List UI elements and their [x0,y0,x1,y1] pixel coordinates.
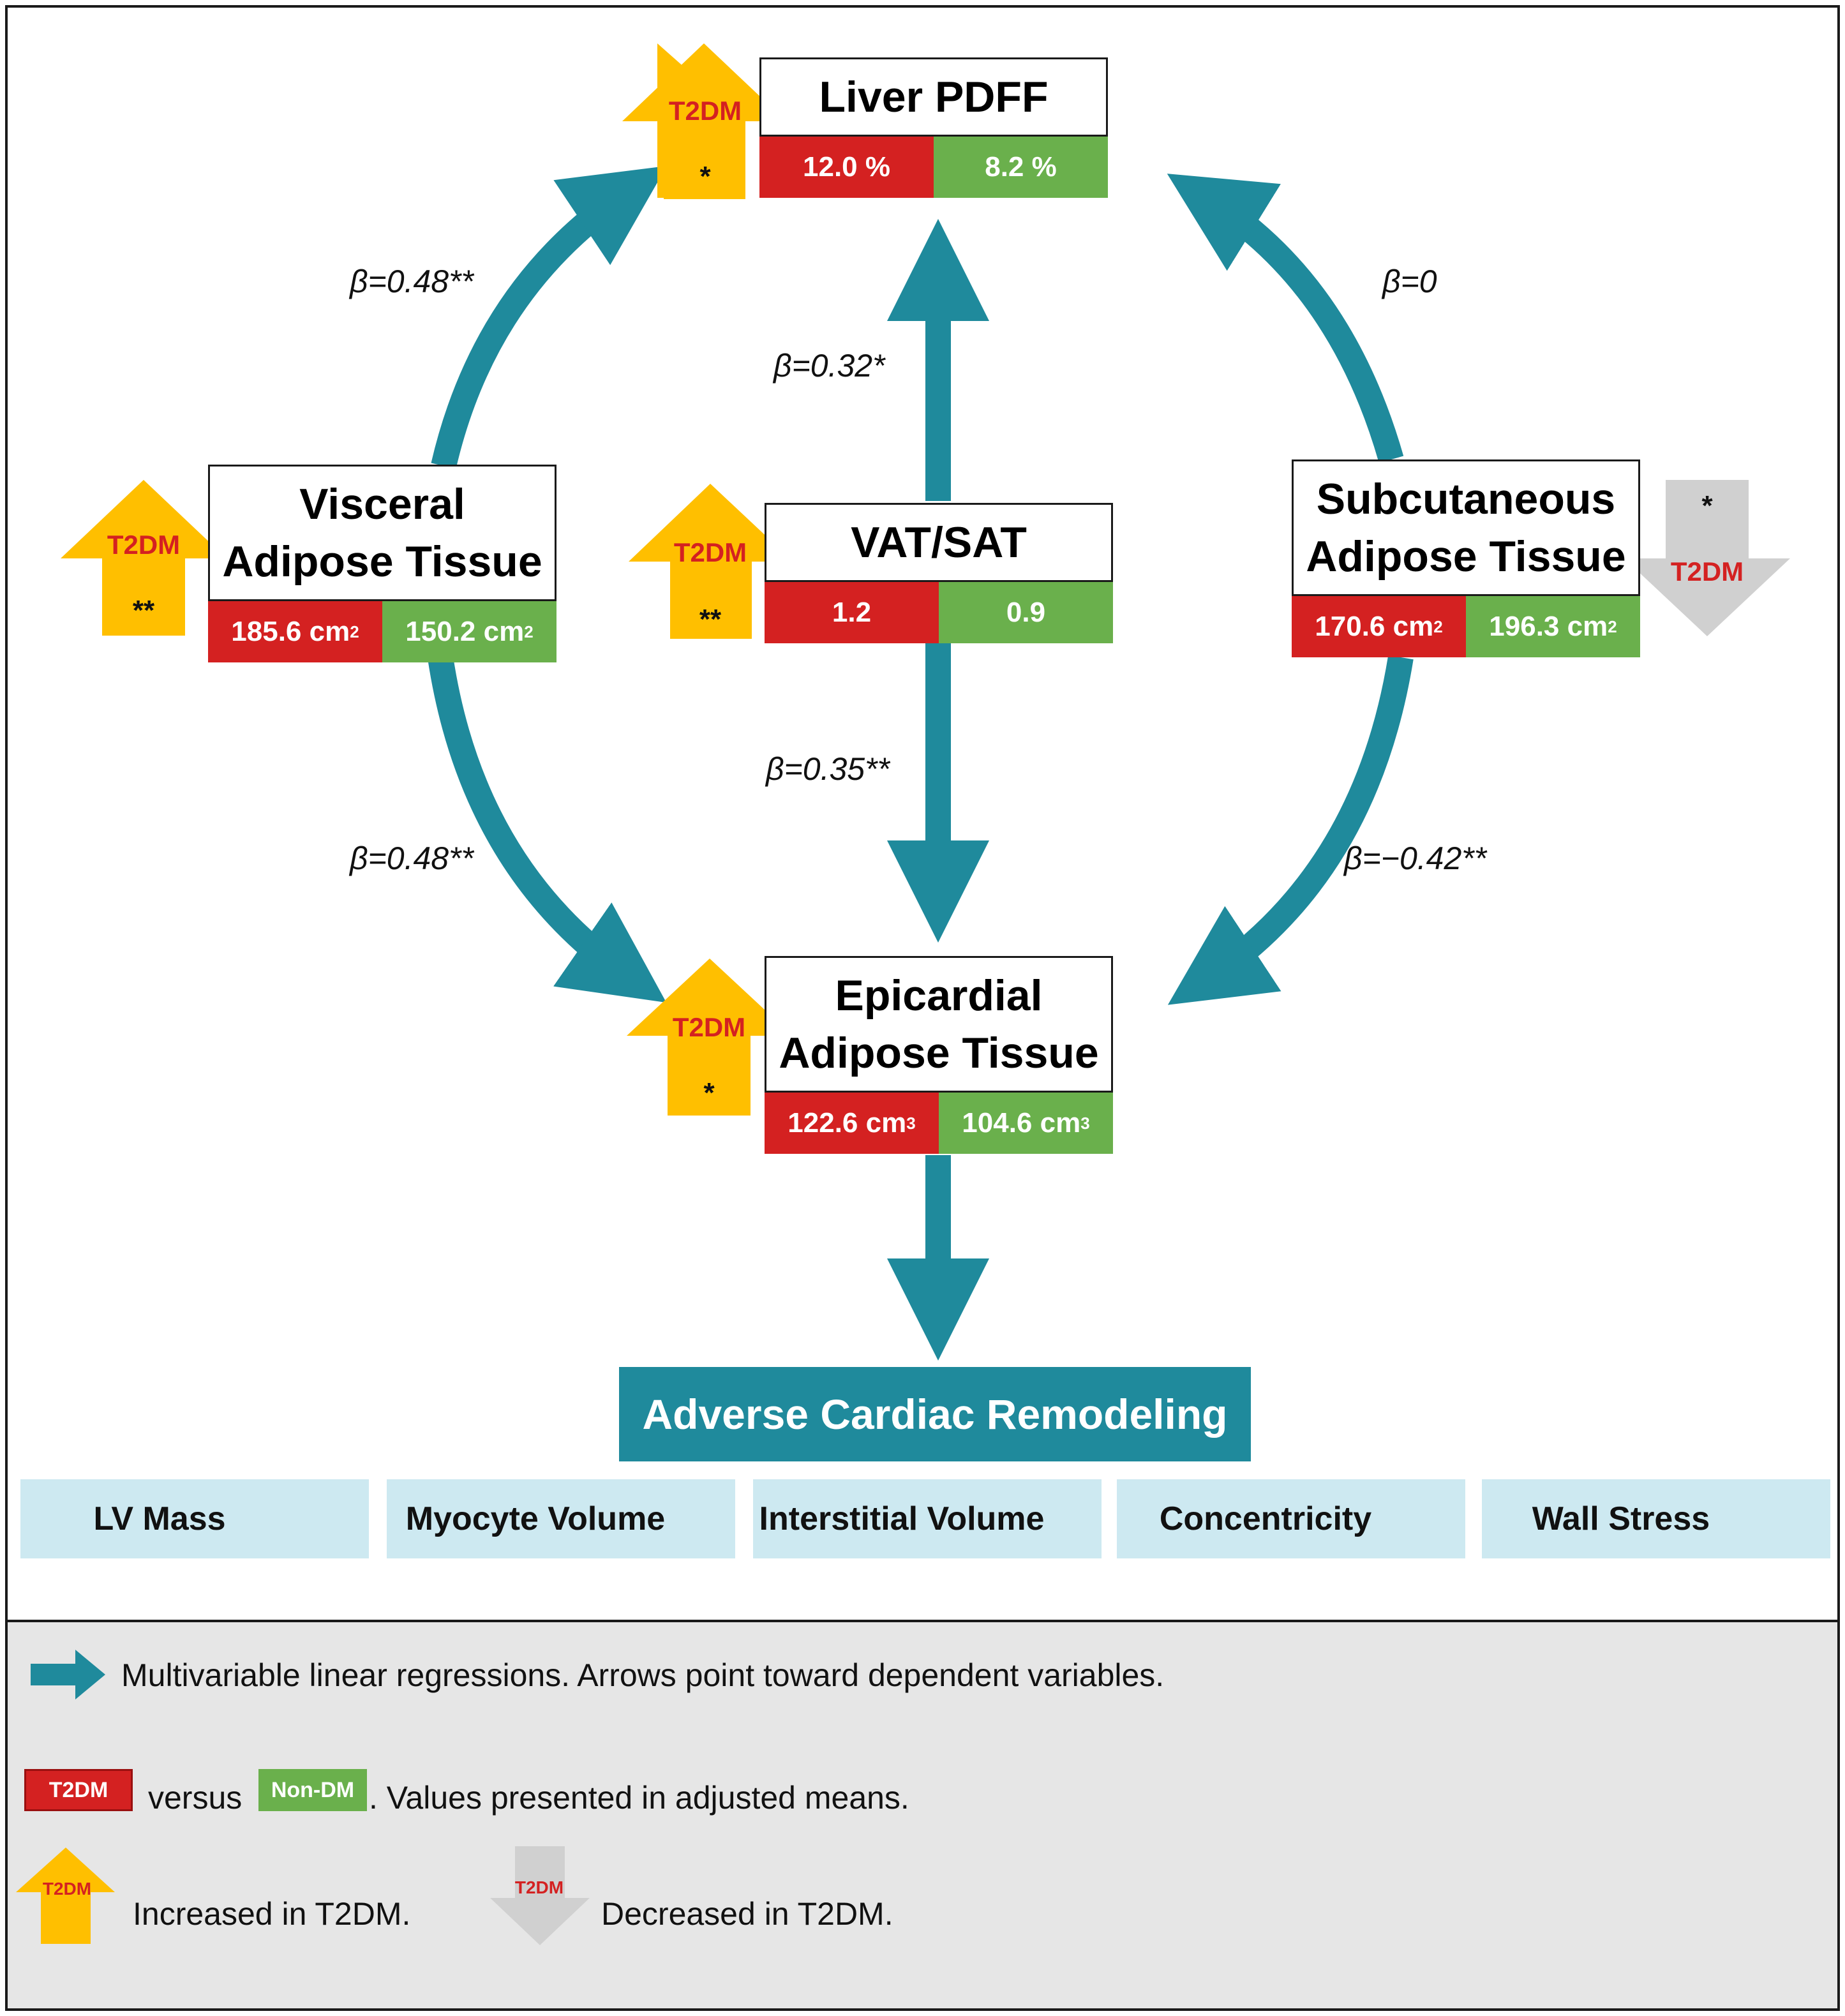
effect-concentricity: Concentricity [1117,1479,1465,1558]
liver-nondm-value: 8.2 % [934,137,1108,198]
visceral-significance: ** [132,595,155,626]
legend-means-text: . Values presented in adjusted means. [369,1780,909,1816]
epicardial-significance: * [703,1077,715,1109]
increase-arrow-epicardial [627,959,793,1116]
liver-significance: * [699,161,711,192]
legend-nondm-chip: Non-DM [258,1769,367,1811]
arrow-subcutaneous-to-liver [1167,174,1404,463]
effect-interstitial-volume: Interstitial Volume [753,1479,1102,1558]
increase-arrow-visceral [61,480,227,636]
legend-decrease-arrow-icon [490,1846,590,1945]
vatsat-t2dm-value: 1.2 [765,582,939,643]
effect-lv-mass-label: LV Mass [93,1500,226,1537]
subcutaneous-title-line1: Subcutaneous [1316,475,1616,523]
effect-concentricity-label: Concentricity [1159,1500,1372,1537]
effect-myocyte-volume: Myocyte Volume [387,1479,735,1558]
vatsat-significance: ** [699,604,722,635]
arrow-subcutaneous-to-epicardial [1167,655,1414,1005]
legend-t2dm-chip: T2DM [24,1769,133,1811]
vatsat-badge-label: T2DM [673,537,747,567]
vatsat-box: VAT/SAT [765,503,1113,582]
effect-lv-mass: LV Mass [20,1479,369,1558]
outcome-title: Adverse Cardiac Remodeling [619,1367,1251,1461]
beta-subcutaneous-epicardial: β=−0.42** [1344,840,1487,876]
legend-down-text: Decreased in T2DM. [601,1896,893,1932]
beta-vatsat-epicardial: β=0.35** [766,751,890,787]
visceral-title-line1: Visceral [299,480,465,528]
effect-wall-stress-label: Wall Stress [1532,1500,1710,1537]
subcutaneous-significance: * [1701,490,1713,521]
vatsat-values: 1.2 0.9 [765,582,1113,643]
legend-versus-text: versus [148,1780,243,1816]
epicardial-title-line1: Epicardial [835,971,1043,1020]
beta-visceral-epicardial: β=0.48** [350,840,474,876]
effect-wall-stress: Wall Stress [1482,1479,1830,1558]
subcutaneous-title-line2: Adipose Tissue [1306,532,1626,581]
epicardial-title-line2: Adipose Tissue [779,1029,1099,1077]
epicardial-adipose-box: Epicardial Adipose Tissue [765,956,1113,1093]
arrow-visceral-to-epicardial [428,655,667,1003]
legend-increase-arrow-icon [16,1848,115,1944]
subcutaneous-badge-label: T2DM [1670,556,1744,586]
vatsat-title: VAT/SAT [851,518,1027,567]
visceral-title-line2: Adipose Tissue [222,537,542,586]
legend-teal-arrow-icon [31,1650,105,1699]
liver-pdff-values: 12.0 % 8.2 % [759,137,1108,198]
legend-down-badge-label: T2DM [514,1878,564,1897]
liver-pdff-box: Liver PDFF [759,57,1108,137]
epicardial-badge-label: T2DM [672,1012,746,1042]
effect-interstitial-volume-label: Interstitial Volume [759,1500,1045,1537]
beta-visceral-liver: β=0.48** [350,264,474,299]
legend-up-text: Increased in T2DM. [133,1896,411,1932]
arrow-visceral-to-liver [431,166,667,469]
visceral-badge-label: T2DM [107,530,181,560]
effect-myocyte-volume-label: Myocyte Volume [405,1500,666,1537]
vatsat-nondm-value: 0.9 [939,582,1113,643]
increase-arrow-liver [622,43,786,199]
liver-badge-label: T2DM [668,96,742,126]
beta-subcutaneous-liver: β=0 [1382,264,1437,299]
legend-up-badge-label: T2DM [42,1879,92,1899]
liver-pdff-title: Liver PDFF [819,73,1049,121]
visceral-adipose-box: Visceral Adipose Tissue [208,465,556,601]
decrease-arrow-subcutaneous [1624,480,1790,636]
legend-panel [5,1620,1840,2011]
legend-arrow-text: Multivariable linear regressions. Arrows… [121,1657,1165,1693]
subcutaneous-adipose-box: Subcutaneous Adipose Tissue [1292,459,1640,596]
beta-vatsat-liver: β=0.32* [773,348,885,384]
liver-t2dm-value: 12.0 % [759,137,934,198]
increase-arrow-vatsat [629,484,793,639]
